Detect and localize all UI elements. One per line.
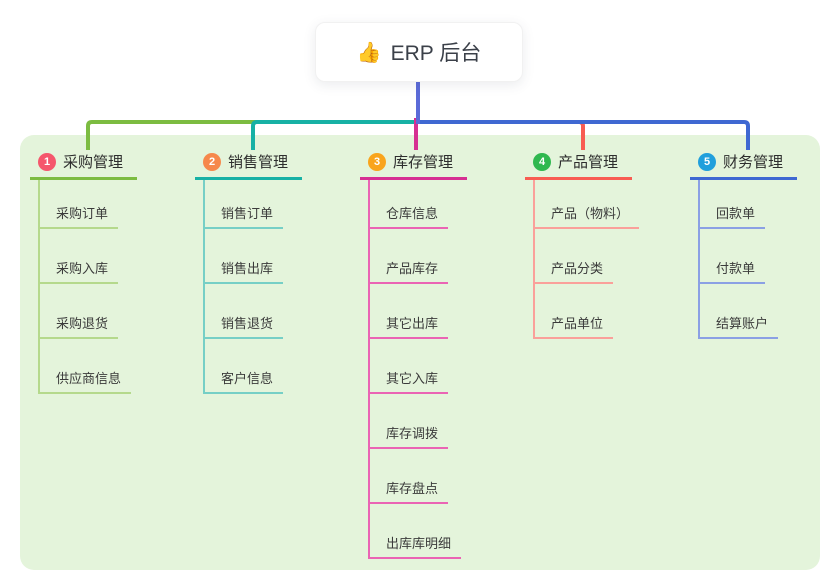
- child-node[interactable]: 产品分类: [533, 247, 614, 284]
- branch-badge-2: 2: [203, 152, 221, 171]
- branch-trunk-line-2: [203, 178, 205, 394]
- child-node[interactable]: 结算账户: [698, 302, 779, 339]
- child-node[interactable]: 供应商信息: [38, 357, 132, 394]
- child-node[interactable]: 客户信息: [203, 357, 284, 394]
- branch-label: 产品管理: [558, 154, 619, 171]
- child-node[interactable]: 其它入库: [368, 357, 449, 394]
- branch-badge-5: 5: [698, 152, 716, 171]
- child-node[interactable]: 产品库存: [368, 247, 449, 284]
- branch-badge-3: 3: [368, 152, 386, 171]
- root-node[interactable]: 👍 ERP 后台: [315, 22, 523, 82]
- branch-badge-4: 4: [533, 152, 551, 171]
- child-node[interactable]: 库存调拨: [368, 412, 449, 449]
- branch-trunk-line-1: [38, 178, 40, 394]
- child-node[interactable]: 销售订单: [203, 192, 284, 229]
- branches-panel: [20, 135, 820, 570]
- branch-label: 库存管理: [393, 154, 454, 171]
- child-node[interactable]: 仓库信息: [368, 192, 449, 229]
- branch-trunk-line-3: [368, 178, 370, 559]
- child-node[interactable]: 采购入库: [38, 247, 119, 284]
- branch-label: 采购管理: [63, 154, 124, 171]
- branch-trunk-line-4: [533, 178, 535, 339]
- thumbs-up-icon: 👍: [356, 41, 382, 64]
- child-node[interactable]: 库存盘点: [368, 467, 449, 504]
- branch-badge-1: 1: [38, 152, 56, 171]
- branch-label: 财务管理: [723, 154, 784, 171]
- root-node-label: ERP 后台: [390, 42, 482, 65]
- child-node[interactable]: 其它出库: [368, 302, 449, 339]
- branch-node-4[interactable]: 4 产品管理: [525, 149, 633, 180]
- branch-label: 销售管理: [228, 154, 289, 171]
- branch-trunk-line-5: [698, 178, 700, 339]
- child-node[interactable]: 产品单位: [533, 302, 614, 339]
- child-node[interactable]: 产品（物料）: [533, 192, 640, 229]
- child-node[interactable]: 付款单: [698, 247, 766, 284]
- branch-node-3[interactable]: 3 库存管理: [360, 149, 468, 180]
- child-node[interactable]: 采购退货: [38, 302, 119, 339]
- child-node[interactable]: 采购订单: [38, 192, 119, 229]
- child-node[interactable]: 销售退货: [203, 302, 284, 339]
- branch-node-1[interactable]: 1 采购管理: [30, 149, 138, 180]
- child-node[interactable]: 出库库明细: [368, 522, 462, 559]
- branch-node-5[interactable]: 5 财务管理: [690, 149, 798, 180]
- child-node[interactable]: 回款单: [698, 192, 766, 229]
- child-node[interactable]: 销售出库: [203, 247, 284, 284]
- branch-node-2[interactable]: 2 销售管理: [195, 149, 303, 180]
